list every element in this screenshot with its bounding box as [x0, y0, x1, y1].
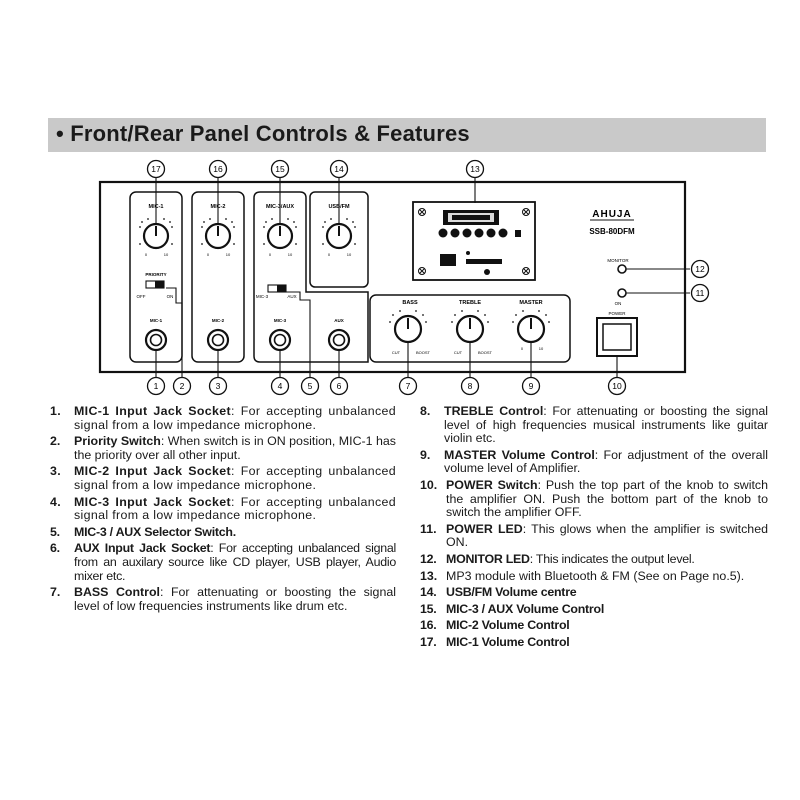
- sd-slot-icon: [440, 254, 456, 266]
- svg-text:MIC-3: MIC-3: [256, 294, 269, 299]
- svg-text:0: 0: [207, 252, 210, 257]
- svg-text:10: 10: [164, 252, 169, 257]
- feature-item: 3.MIC-2 Input Jack Socket: For accepting…: [50, 464, 396, 492]
- knob-icon[interactable]: [455, 314, 485, 344]
- feature-item: 5.MIC-3 / AUX Selector Switch.: [50, 524, 236, 539]
- monitor-led-icon: [617, 264, 627, 274]
- callout-7: 7: [406, 381, 411, 391]
- section-banner: • Front/Rear Panel Controls & Features: [48, 118, 766, 152]
- power-label: POWER: [608, 311, 626, 316]
- callout-4: 4: [278, 381, 283, 391]
- knob-icon[interactable]: [325, 222, 353, 250]
- selector-switch-icon[interactable]: [267, 284, 287, 293]
- tone-label: BASS: [402, 300, 418, 306]
- callout-6: 6: [337, 381, 342, 391]
- jack-socket-icon[interactable]: [327, 328, 351, 352]
- svg-text:CUT: CUT: [454, 350, 463, 355]
- jack-socket-icon[interactable]: [206, 328, 230, 352]
- monitor-label: MONITOR: [607, 258, 629, 263]
- svg-text:OFF: OFF: [137, 294, 146, 299]
- callout-3: 3: [216, 381, 221, 391]
- callout-1: 1: [154, 381, 159, 391]
- priority-label: PRIORITY: [145, 272, 166, 277]
- jack-socket-icon[interactable]: [268, 328, 292, 352]
- feature-item: 11.POWER LED: This glows when the amplif…: [420, 521, 768, 550]
- on-label: ON: [615, 301, 622, 306]
- knob-icon[interactable]: [393, 314, 423, 344]
- jack-label: MIC-1: [150, 318, 163, 323]
- callout-12: 12: [695, 264, 705, 274]
- feature-item: 16.MIC-2 Volume Control: [420, 618, 570, 633]
- feature-item: 2.Priority Switch: When switch is in ON …: [50, 434, 396, 462]
- priority-switch-icon[interactable]: [145, 280, 165, 289]
- feature-item: 9.MASTER Volume Control: For adjustment …: [420, 447, 768, 476]
- callout-11: 11: [696, 288, 705, 298]
- feature-item: 10.POWER Switch: Push the top part of th…: [420, 477, 769, 520]
- power-led-icon: [617, 288, 627, 298]
- callout-15: 15: [275, 164, 285, 174]
- callout-8: 8: [468, 381, 473, 391]
- jack-label: MIC-2: [212, 318, 225, 323]
- feature-list-left: 1.MIC-1 Input Jack Socket: For accepting…: [50, 404, 396, 616]
- feature-item: 7.BASS Control: For attenuating or boost…: [50, 585, 396, 613]
- feature-item: 8.TREBLE Control: For attenuating or boo…: [420, 404, 768, 446]
- callout-14: 14: [334, 164, 344, 174]
- svg-text:AUX: AUX: [287, 294, 296, 299]
- callout-9: 9: [529, 381, 534, 391]
- bluetooth-icon: [484, 269, 490, 275]
- jack-socket-icon[interactable]: [144, 328, 168, 352]
- svg-text:10: 10: [347, 252, 352, 257]
- feature-item: 15.MIC-3 / AUX Volume Control: [420, 601, 605, 616]
- tone-label: MASTER: [519, 300, 542, 306]
- svg-text:10: 10: [539, 346, 544, 351]
- svg-text:0: 0: [521, 346, 524, 351]
- feature-item: 14.USB/FM Volume centre: [420, 585, 577, 600]
- callout-17: 17: [151, 164, 161, 174]
- svg-text:BOOST: BOOST: [478, 350, 493, 355]
- feature-item: 13.MP3 module with Bluetooth & FM (See o…: [420, 568, 745, 583]
- model-number: SSB-80DFM: [589, 227, 635, 236]
- jack-label: AUX: [334, 318, 344, 323]
- section-title: • Front/Rear Panel Controls & Features: [56, 121, 470, 146]
- feature-list-right: 8.TREBLE Control: For attenuating or boo…: [420, 404, 769, 653]
- feature-item: 1.MIC-1 Input Jack Socket: For accepting…: [50, 404, 396, 432]
- svg-text:0: 0: [145, 252, 148, 257]
- svg-text:10: 10: [288, 252, 293, 257]
- svg-text:CUT: CUT: [392, 350, 401, 355]
- knob-icon[interactable]: [142, 222, 170, 250]
- power-switch-icon[interactable]: [596, 317, 638, 357]
- knob-icon[interactable]: [204, 222, 232, 250]
- mic3-aux-channel-box: [253, 191, 369, 363]
- feature-item: 6.AUX Input Jack Socket: For accepting u…: [50, 541, 396, 583]
- callout-13: 13: [470, 164, 480, 174]
- svg-text:ON: ON: [167, 294, 174, 299]
- svg-text:0: 0: [269, 252, 272, 257]
- callout-5: 5: [308, 381, 313, 391]
- knob-icon[interactable]: [516, 314, 546, 344]
- usb-slot-icon: [466, 259, 502, 264]
- svg-text:0: 0: [328, 252, 331, 257]
- callout-10: 10: [612, 381, 622, 391]
- callout-2: 2: [180, 381, 185, 391]
- svg-text:BOOST: BOOST: [416, 350, 431, 355]
- chassis-outline: [98, 180, 687, 374]
- svg-text:10: 10: [226, 252, 231, 257]
- tone-label: TREBLE: [459, 300, 481, 306]
- jack-label: MIC-3: [274, 318, 287, 323]
- feature-item: 17.MIC-1 Volume Control: [420, 634, 570, 649]
- feature-item: 12.MONITOR LED: This indicates the outpu…: [420, 551, 695, 566]
- mp3-buttons[interactable]: [438, 228, 508, 238]
- feature-item: 4.MIC-3 Input Jack Socket: For accepting…: [50, 494, 396, 523]
- knob-icon[interactable]: [266, 222, 294, 250]
- mp3-module: [412, 201, 536, 281]
- brand-logo: AHUJA: [592, 209, 631, 220]
- callout-16: 16: [213, 164, 223, 174]
